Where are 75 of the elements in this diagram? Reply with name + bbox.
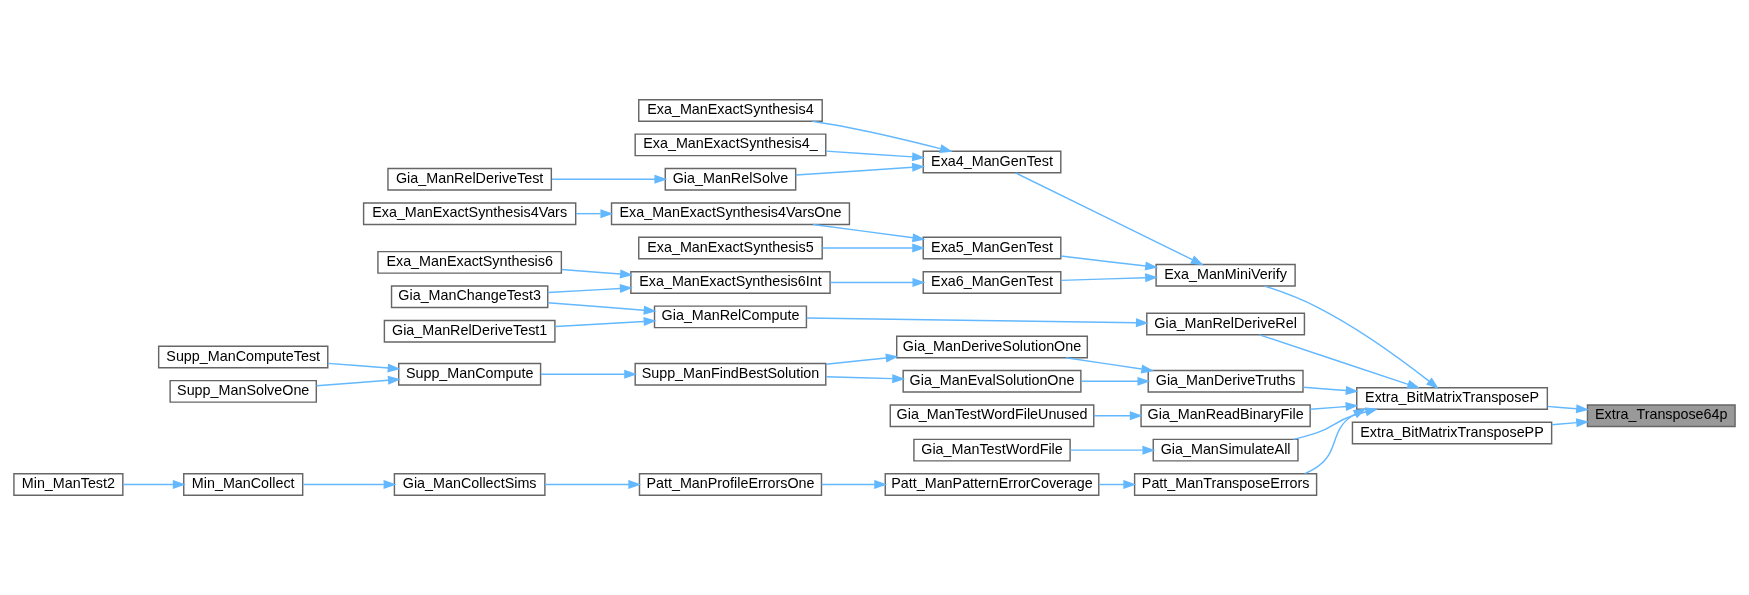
arrow: [820, 480, 888, 490]
node-box: Exa5_ManGenTest: [922, 236, 1062, 260]
arrow: [1292, 407, 1379, 441]
node-box: Gia_ManRelCompute: [653, 305, 808, 329]
arrow: [1302, 385, 1359, 395]
node-box: Gia_ManSimulateAll: [1152, 438, 1299, 462]
arrow: [554, 317, 657, 328]
node-box: Min_ManTest2: [13, 473, 124, 496]
arrow: [1258, 334, 1421, 389]
node-box: Gia_ManRelSolve: [664, 167, 797, 191]
arrow: [825, 353, 899, 365]
arrow: [1093, 411, 1143, 421]
node-box: Gia_ManDeriveSolutionOne: [896, 335, 1089, 359]
node-box: Exa4_ManGenTest: [922, 150, 1062, 174]
node-box: Exa_ManExactSynthesis4: [638, 99, 823, 122]
node-box: Gia_ManTestWordFile: [913, 438, 1071, 462]
node-box: Exa_ManMiniVerify: [1155, 263, 1296, 287]
node-box: Gia_ManEvalSolutionOne: [902, 369, 1082, 393]
node-box: Min_ManCollect: [183, 473, 304, 496]
node-box: Supp_ManComputeTest: [157, 345, 329, 369]
arrow: [302, 480, 397, 490]
node-box: Exa_ManExactSynthesis4Vars: [362, 202, 577, 226]
node-box: Extra_BitMatrixTransposePP: [1351, 421, 1553, 445]
node-box: Gia_ManDeriveTruths: [1147, 369, 1304, 393]
node-box: Exa_ManExactSynthesis6: [377, 250, 563, 274]
arrow: [540, 369, 638, 379]
arrow: [821, 243, 926, 253]
arrow: [825, 150, 926, 162]
arrow: [560, 268, 633, 279]
arrow: [1065, 357, 1155, 374]
arrow: [547, 302, 657, 315]
arrow: [1551, 418, 1590, 428]
arrow: [327, 362, 401, 373]
node-box: Extra_Transpose64p: [1586, 404, 1736, 428]
arrow: [805, 317, 1149, 328]
node-box: Gia_ManTestWordFileUnused: [889, 404, 1095, 428]
node-box: Exa_ManExactSynthesis4VarsOne: [610, 202, 851, 226]
arrow: [1309, 402, 1359, 412]
arrow: [544, 480, 642, 490]
node-box: Supp_ManCompute: [398, 362, 542, 386]
arrow: [1546, 404, 1589, 414]
arrow: [812, 223, 926, 243]
node-box: Gia_ManCollectSims: [393, 473, 546, 496]
arrow: [829, 277, 926, 287]
node-box: Patt_ManProfileErrorsOne: [638, 473, 823, 496]
arrow: [1060, 273, 1159, 283]
node-box: Extra_BitMatrixTransposeP: [1356, 387, 1549, 410]
arrow: [122, 480, 186, 490]
node-box: Exa_ManExactSynthesis5: [638, 236, 823, 260]
node-box: Gia_ManReadBinaryFile: [1140, 404, 1311, 428]
arrow: [1304, 408, 1367, 475]
node-box: Gia_ManChangeTest3: [390, 285, 549, 309]
arrow: [1080, 376, 1151, 386]
arrow: [1014, 172, 1204, 266]
node-box: Supp_ManSolveOne: [169, 379, 318, 403]
arrow: [547, 284, 633, 294]
arrow: [315, 375, 401, 387]
arrow: [1263, 285, 1439, 389]
arrow: [575, 209, 614, 219]
arrow: [825, 374, 906, 384]
arrow: [1060, 255, 1159, 271]
arrow: [1069, 445, 1156, 455]
node-box: Gia_ManRelDeriveRel: [1146, 312, 1306, 336]
arrow: [551, 174, 668, 184]
arrow: [811, 120, 953, 153]
node-box: Patt_ManPatternErrorCoverage: [884, 473, 1100, 496]
node-box: Gia_ManRelDeriveTest1: [383, 319, 556, 343]
node-box: Patt_ManTransposeErrors: [1133, 473, 1318, 496]
node-box: Exa_ManExactSynthesis4_: [634, 133, 827, 157]
node-box: Exa_ManExactSynthesis6Int: [630, 271, 831, 294]
node-box: Exa6_ManGenTest: [922, 271, 1062, 294]
node-box: Supp_ManFindBestSolution: [634, 362, 827, 386]
node-box: Gia_ManRelDeriveTest: [387, 167, 553, 191]
arrow: [1098, 480, 1137, 490]
arrow: [795, 162, 925, 176]
